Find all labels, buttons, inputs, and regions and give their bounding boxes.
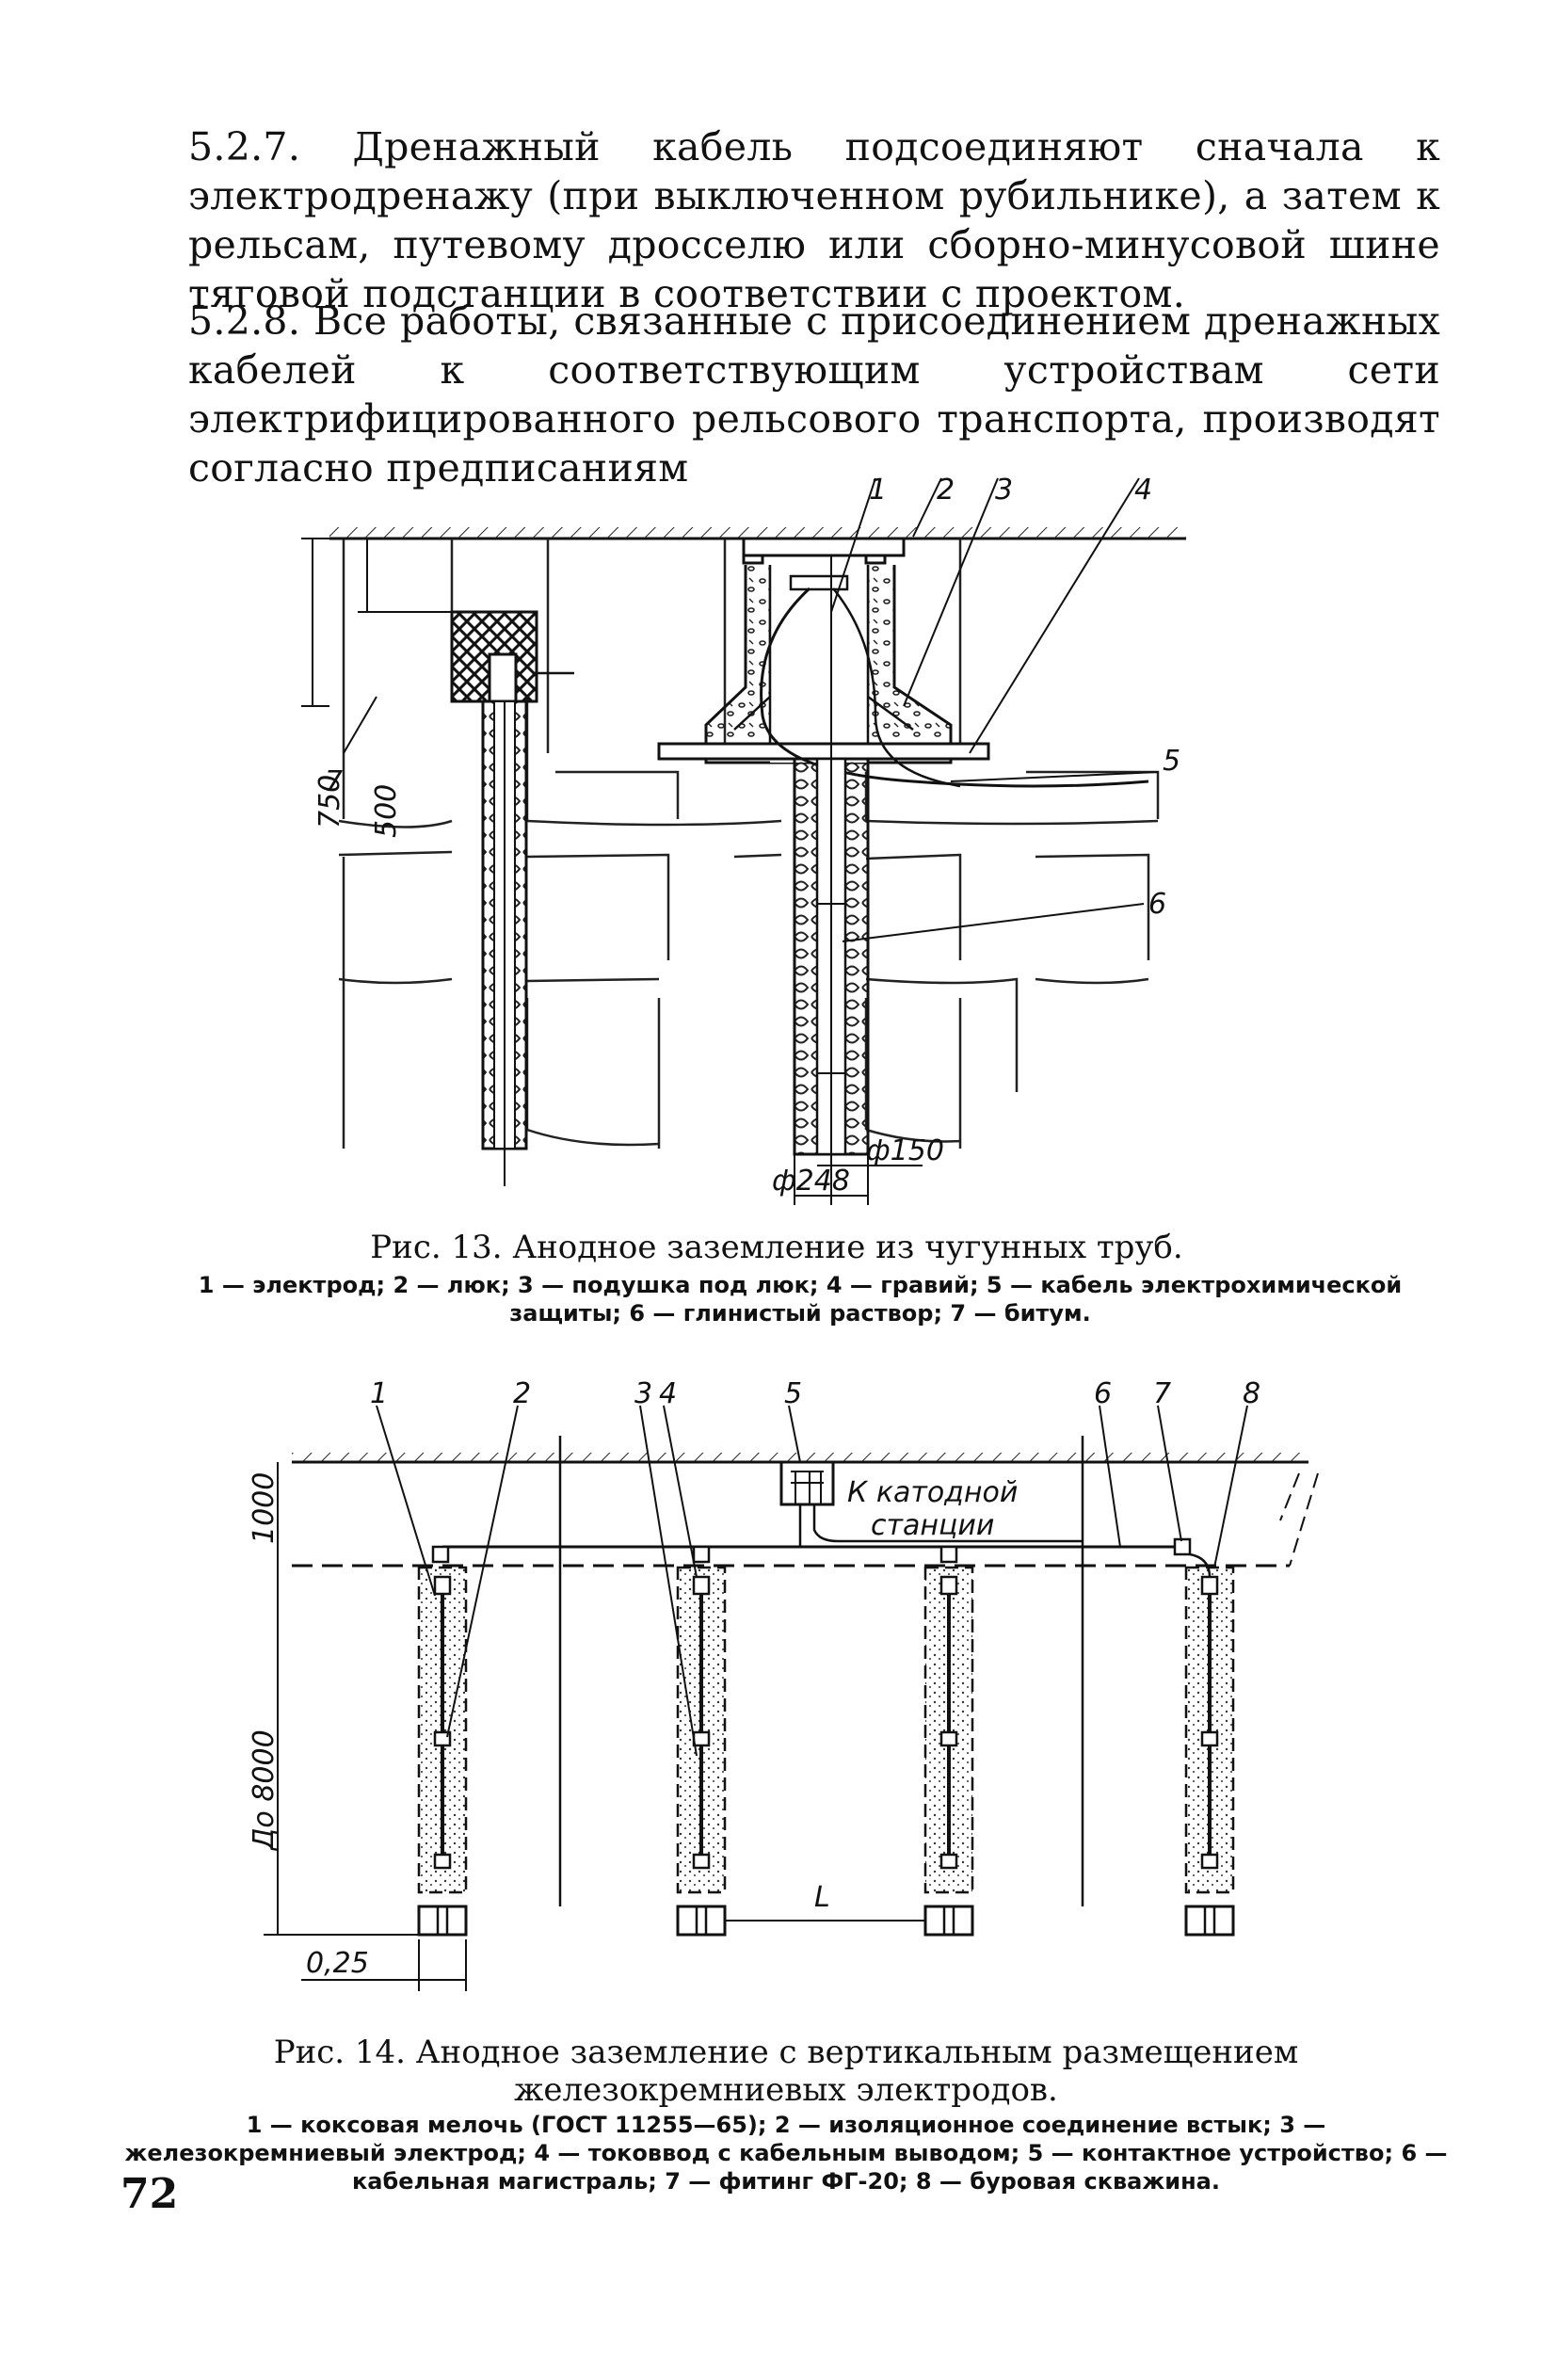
figure-13-diagram: 750 500 ф150 ф248 1 2 3 4 5 6 7: [301, 471, 1243, 1205]
figure-14-caption: Рис. 14. Анодное заземление с вертикальн…: [273, 2034, 1299, 2109]
callout-5: 5: [1163, 745, 1180, 778]
dim-025-label: 0,25: [306, 1947, 369, 1980]
callout-14-1: 1: [370, 1379, 388, 1410]
callout-14-2: 2: [513, 1379, 531, 1410]
callout-4: 4: [1134, 474, 1152, 507]
figure-14-diagram: К катодной станции: [235, 1379, 1337, 2019]
callout-7: 7: [325, 765, 343, 798]
dim-8000-label: До 8000: [248, 1729, 281, 1852]
paragraph-5-2-7: 5.2.7. Дренажный кабель подсоединяют сна…: [188, 124, 1440, 316]
figure-13-legend: 1 — электрод; 2 — люк; 3 — подушка под л…: [198, 1272, 1403, 1327]
callout-2: 2: [937, 474, 955, 507]
callout-6: 6: [1148, 888, 1166, 921]
callout-14-6: 6: [1094, 1379, 1112, 1410]
callout-14-4: 4: [659, 1379, 677, 1410]
dim-1000-label: 1000: [248, 1472, 281, 1544]
callout-3: 3: [995, 474, 1013, 507]
dim-L-label: L: [814, 1881, 830, 1914]
callout-14-3: 3: [634, 1379, 652, 1410]
dim-phi150-label: ф150: [866, 1134, 944, 1167]
callout-14-7: 7: [1153, 1379, 1171, 1410]
callout-14-5: 5: [784, 1379, 802, 1410]
callout-1: 1: [869, 474, 887, 507]
dim-500-label: 500: [370, 784, 403, 838]
paragraph-5-2-8: 5.2.8. Все работы, связанные с присоедин…: [188, 298, 1440, 490]
dim-phi248-label: ф248: [772, 1165, 850, 1198]
dim-750-label: 750: [313, 775, 346, 828]
page-number: 72: [120, 2170, 179, 2218]
annotation-k-katodnoi: К катодной: [847, 1476, 1018, 1509]
callout-14-8: 8: [1243, 1379, 1260, 1410]
figure-13-caption: Рис. 13. Анодное заземление из чугунных …: [370, 1229, 1183, 1266]
annotation-stantsii: станции: [871, 1509, 994, 1542]
figure-14-legend: 1 — коксовая мелочь (ГОСТ 11255—65); 2 —…: [124, 2112, 1448, 2195]
